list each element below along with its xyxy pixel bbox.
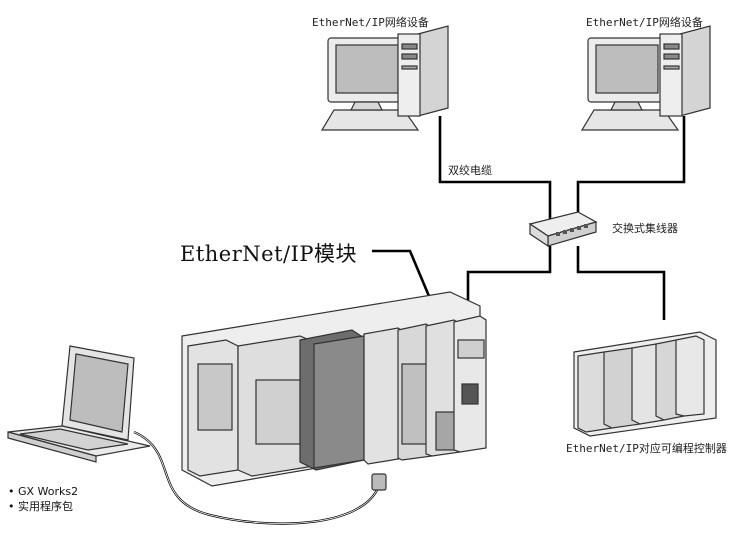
usb-cable-inner [133,431,379,525]
network-device-left [320,25,449,131]
cable-label: 双绞电缆 [448,164,492,177]
network-cables [372,116,686,388]
software-list: • GX Works2 • 实用程序包 [8,484,78,514]
device-label-right: EtherNet/IP网络设备 [586,16,703,29]
bullet-marker: • [8,500,15,513]
main-plc-base-unit [181,291,487,491]
module-leader-line [372,249,436,309]
ethernet-ip-compatible-plc [573,331,717,437]
software-item: • 实用程序包 [8,499,78,514]
plc-right-label: EtherNet/IP对应可编程控制器 [566,442,727,455]
switching-hub [528,211,598,248]
laptop [7,345,151,463]
software-name: 实用程序包 [18,500,73,513]
software-item: • GX Works2 [8,484,78,499]
software-name: GX Works2 [18,485,79,498]
module-label: EtherNet/IP模块 [180,242,358,266]
network-device-right [580,25,711,131]
cable-left-pc-to-switch [438,116,552,220]
cable-switch-to-plc [576,246,666,320]
switch-label: 交换式集线器 [612,222,678,235]
device-label-left: EtherNet/IP网络设备 [312,16,429,29]
bullet-marker: • [8,485,15,498]
cable-right-pc-to-switch [576,116,686,220]
